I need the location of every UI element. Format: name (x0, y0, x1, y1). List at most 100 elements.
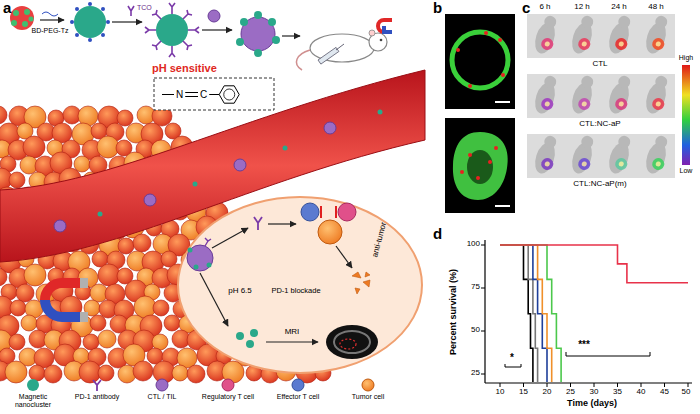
inset-part (336, 246, 352, 268)
microscopy-images-part (488, 160, 492, 164)
top-synthesis-row-part (254, 49, 262, 57)
inset-part (207, 263, 212, 268)
group-label: CTL (592, 60, 607, 69)
tick-label: 30 (590, 388, 599, 397)
inset-part (250, 329, 258, 337)
microscopy-images-part (501, 73, 505, 77)
group-label: CTL:NC-aP (579, 120, 620, 129)
tumor-cell (152, 334, 168, 350)
magnet-part (45, 283, 80, 300)
survival-curve (500, 245, 561, 382)
signal-core (581, 161, 587, 167)
benzene-ring (219, 86, 239, 103)
mouse (531, 133, 561, 176)
top-synthesis-row-part (369, 30, 375, 36)
imaging-row (527, 74, 675, 118)
scale-label: Low (680, 167, 693, 175)
imaging-row (527, 134, 675, 178)
scale-label: High (679, 54, 693, 62)
mouse-head (654, 134, 669, 149)
inset-part (326, 325, 378, 359)
tumor-cell (98, 330, 116, 348)
signal-spot (651, 36, 666, 51)
signal-spot (651, 96, 666, 111)
blood-vessel-part (378, 110, 383, 115)
legend-text: CTL / TIL (131, 393, 193, 401)
bond (209, 94, 219, 95)
legend-icons-part (292, 379, 304, 391)
top-synthesis-row-part (240, 18, 248, 26)
time-header: 48 h (648, 3, 664, 12)
time-header: 6 h (539, 3, 550, 12)
microscopy-images-part (445, 14, 515, 109)
condition-label: pH 6.5 (228, 287, 252, 296)
microscopy-images-part (468, 84, 472, 88)
x-tick (500, 383, 501, 387)
mouse-head (654, 74, 669, 89)
tumor-cell (118, 238, 134, 254)
top-synthesis-row-part (88, 38, 92, 42)
color-bar (682, 65, 690, 165)
panel-letter: b (433, 0, 442, 17)
signal-spot (614, 36, 629, 51)
legend-text: Regulatory T cell (197, 393, 259, 401)
significance-brackets-part (505, 364, 521, 367)
survival-curves (500, 245, 688, 382)
legend-icons-part (362, 379, 374, 391)
signal-core (544, 161, 550, 167)
atom-label: N (176, 89, 183, 100)
mouse-head (543, 134, 558, 149)
tumor-cell (90, 315, 106, 331)
reagent-label: BD-PEG-Tz (32, 27, 69, 35)
process-label: PD-1 blockade (271, 287, 320, 295)
tumor-cell (164, 315, 180, 331)
tumor-cell (10, 300, 26, 316)
top-synthesis-row (10, 2, 392, 70)
blood-vessel-part (193, 182, 198, 187)
reagent-label: TCO (137, 4, 152, 12)
group-label: CTL:NC-aP(m) (573, 180, 626, 189)
process-label: MRI (285, 328, 300, 337)
tumor-cell (74, 156, 90, 172)
top-synthesis-row-part (42, 12, 58, 16)
signal-spot (614, 156, 629, 171)
tick-label: 35 (613, 388, 622, 397)
signal-core (618, 101, 624, 107)
survival-curve (500, 245, 547, 382)
top-synthesis-row-part (378, 20, 392, 32)
tumor-cell (16, 284, 34, 302)
inset-part (301, 203, 319, 221)
x-tick (570, 383, 571, 387)
signal-core (581, 101, 587, 107)
mouse-head (617, 14, 632, 29)
legend-text: Magnetic nanocluster (2, 393, 64, 408)
tumor-cell (98, 264, 120, 286)
axis-title: Percent survival (%) (449, 269, 459, 355)
magnet (45, 278, 88, 322)
top-synthesis-row-part (70, 20, 74, 24)
top-synthesis-row-part (29, 17, 34, 22)
x-tick (547, 383, 548, 387)
signal-spot (651, 156, 666, 171)
inset-part (335, 206, 337, 218)
tumor-cell (0, 268, 7, 286)
top-synthesis-row-part (112, 21, 142, 22)
tick-label: 75 (471, 283, 480, 292)
y-tick (481, 374, 485, 375)
tick-label: 50 (682, 388, 691, 397)
signal-core (655, 161, 661, 167)
x-tick (523, 383, 524, 387)
mouse (531, 73, 561, 116)
time-header: 12 h (574, 3, 590, 12)
imaging-grid (527, 13, 675, 178)
top-synthesis-row-part-part (169, 46, 175, 57)
top-synthesis-row-part (296, 50, 310, 70)
signal-core (618, 41, 624, 47)
top-synthesis-row-part (282, 35, 300, 36)
inset-part (254, 217, 262, 230)
inset-part (194, 265, 199, 270)
microscopy-images-part (498, 38, 502, 42)
panel-letter: d (433, 226, 442, 243)
microscopy-images-part (460, 170, 464, 174)
